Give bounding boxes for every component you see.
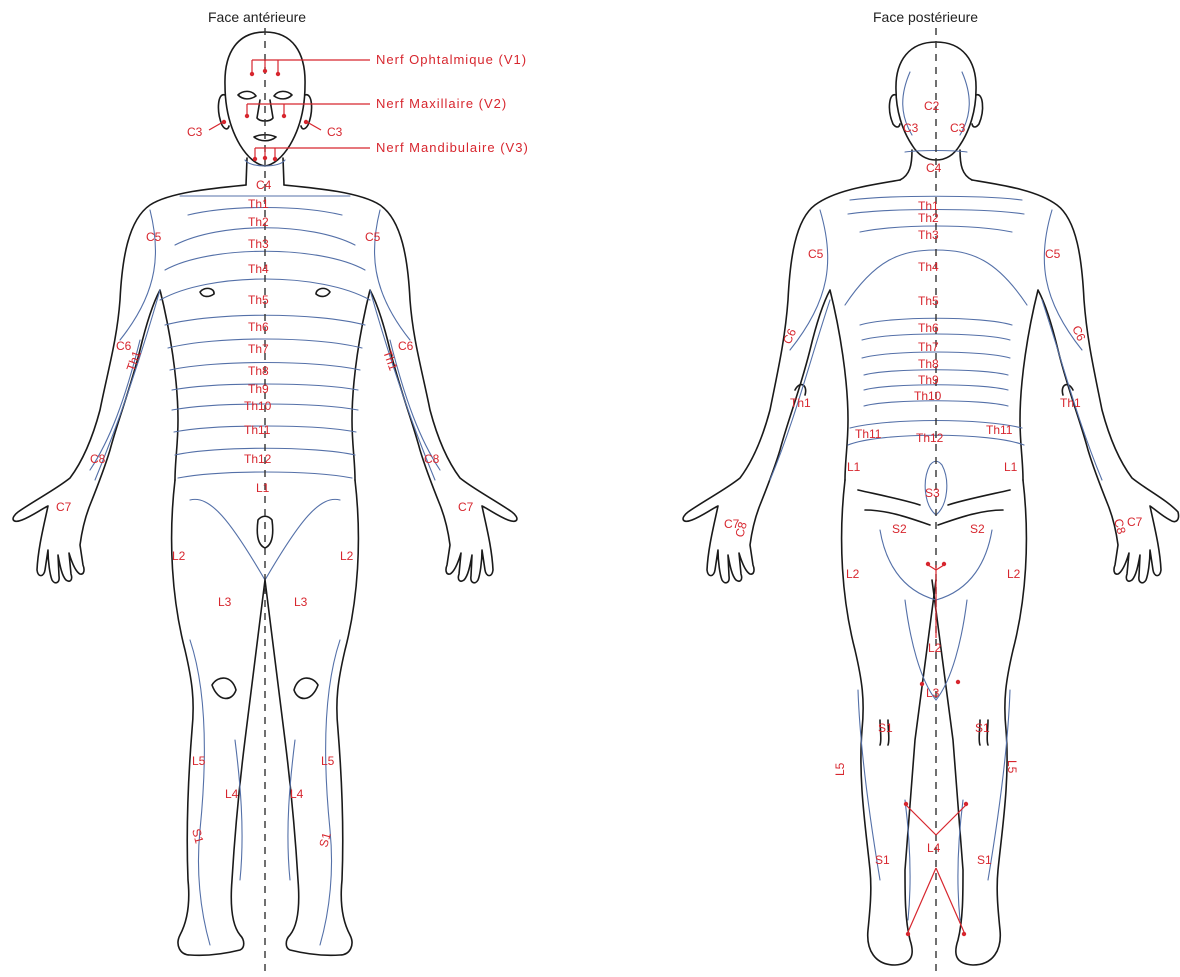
segment-label: C6: [1069, 323, 1088, 343]
segment-label: Th3: [248, 237, 269, 251]
segment-label: C5: [808, 247, 824, 261]
segment-label: Th8: [918, 357, 939, 371]
segment-label: Th7: [248, 342, 269, 356]
segment-label: Th11: [986, 423, 1013, 437]
segment-label: S1: [975, 721, 990, 735]
segment-label: C5: [1045, 247, 1061, 261]
trigeminal-nerves: Nerf Ophtalmique (V1) Nerf Maxillaire (V…: [209, 52, 529, 161]
segment-label: C8: [1111, 517, 1129, 536]
segment-label: C3: [327, 125, 343, 139]
segment-label: L5: [321, 754, 335, 768]
posterior-segment-labels: C2 C3 C3 C4 Th1 Th2 Th3 Th4 Th5 Th6 Th7 …: [724, 99, 1143, 867]
segment-label: C5: [146, 230, 162, 244]
nerve-label-v2: Nerf Maxillaire (V2): [376, 96, 507, 111]
segment-label: L2: [928, 641, 942, 655]
segment-label: L5: [833, 762, 847, 776]
segment-label: C5: [365, 230, 381, 244]
segment-label: L2: [846, 567, 860, 581]
segment-label: Th12: [916, 431, 944, 445]
segment-label: Th1: [790, 396, 811, 410]
segment-label: Th11: [244, 423, 271, 437]
anterior-view: Face antérieure: [13, 9, 529, 975]
segment-label: S2: [970, 522, 985, 536]
segment-label: C7: [1127, 515, 1143, 529]
segment-label: Th8: [248, 364, 269, 378]
posterior-title: Face postérieure: [873, 9, 978, 25]
anterior-segment-labels: C3 C3 C4 Th1 Th2 Th3 Th4 Th5 Th6 Th7 Th8…: [56, 125, 474, 849]
segment-label: L2: [172, 549, 186, 563]
segment-label: Th1: [1060, 396, 1081, 410]
nerve-label-v1: Nerf Ophtalmique (V1): [376, 52, 527, 67]
segment-label: S1: [875, 853, 890, 867]
posterior-body-outline: [683, 42, 1178, 965]
segment-label: C4: [926, 161, 942, 175]
segment-label: C7: [56, 500, 72, 514]
segment-label: C8: [424, 452, 440, 466]
segment-label: C8: [90, 452, 106, 466]
segment-label: L4: [290, 787, 304, 801]
segment-label: C7: [458, 500, 474, 514]
segment-label: Th12: [244, 452, 272, 466]
segment-label: Th5: [918, 294, 939, 308]
segment-label: Th5: [248, 293, 269, 307]
segment-label: Th3: [918, 228, 939, 242]
segment-label: Th2: [918, 211, 939, 225]
segment-label: Th2: [248, 215, 269, 229]
segment-label: Th4: [248, 262, 269, 276]
segment-label: C3: [950, 121, 966, 135]
segment-label: C8: [732, 520, 750, 539]
segment-label: L2: [340, 549, 354, 563]
segment-label: Th6: [918, 321, 939, 335]
segment-label: S3: [925, 486, 940, 500]
segment-label: L5: [1005, 760, 1019, 774]
segment-label: Th11: [855, 427, 882, 441]
segment-label: Th10: [914, 389, 942, 403]
posterior-view: Face postérieure: [683, 9, 1178, 975]
segment-label: L5: [192, 754, 206, 768]
segment-label: L1: [1004, 460, 1018, 474]
segment-label: C3: [903, 121, 919, 135]
anterior-title: Face antérieure: [208, 9, 306, 25]
segment-label: C6: [398, 339, 414, 353]
segment-label: L3: [926, 686, 940, 700]
segment-label: L2: [1007, 567, 1021, 581]
segment-label: L3: [218, 595, 232, 609]
segment-label: Th10: [244, 399, 272, 413]
segment-label: S1: [189, 827, 206, 845]
segment-label: L1: [847, 460, 861, 474]
segment-label: S2: [892, 522, 907, 536]
segment-label: L1: [256, 481, 270, 495]
segment-label: Th9: [918, 373, 939, 387]
segment-label: Th6: [248, 320, 269, 334]
segment-label: Th4: [918, 260, 939, 274]
segment-label: S1: [977, 853, 992, 867]
segment-label: L4: [225, 787, 239, 801]
segment-label: C4: [256, 178, 272, 192]
segment-label: Th7: [918, 340, 939, 354]
segment-label: C2: [924, 99, 940, 113]
segment-label: Th1: [248, 197, 269, 211]
segment-label: L3: [294, 595, 308, 609]
nerve-label-v3: Nerf Mandibulaire (V3): [376, 140, 529, 155]
segment-label: L4: [927, 841, 941, 855]
segment-label: S1: [878, 721, 893, 735]
segment-label: C3: [187, 125, 203, 139]
segment-label: Th9: [248, 382, 269, 396]
